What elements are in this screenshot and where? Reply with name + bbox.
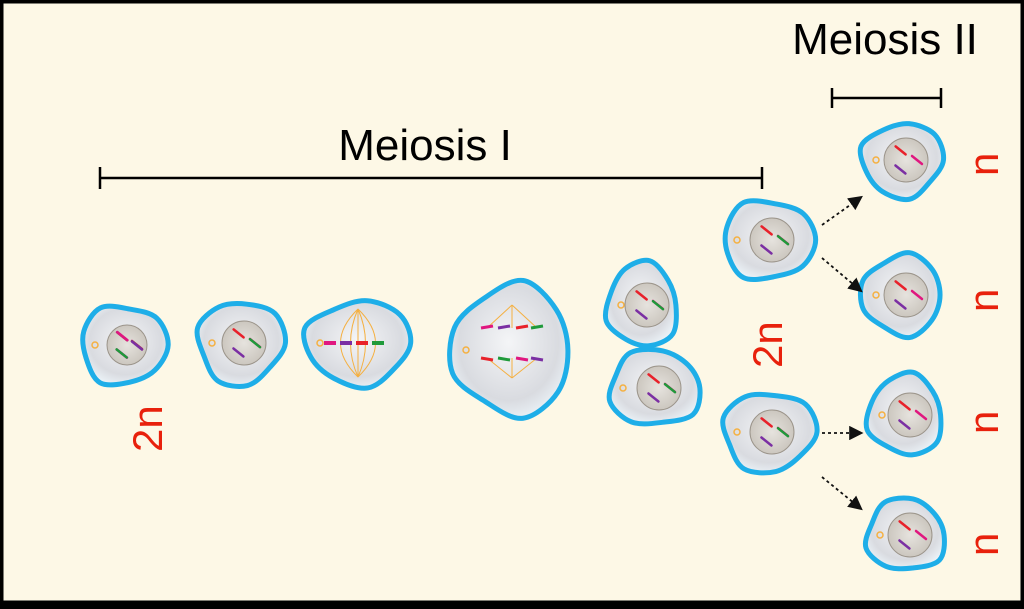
chromosome [116, 330, 129, 342]
chromosome [515, 356, 529, 362]
nucleus [883, 272, 929, 318]
ploidy-label-start: 2n [124, 405, 171, 452]
ploidy-label-gamete: n [960, 289, 1007, 312]
ploidy-label-gamete: n [960, 153, 1007, 176]
centrosome-icon [462, 346, 470, 354]
chromosome [760, 417, 773, 428]
meiosis-1-title: Meiosis I [338, 121, 512, 170]
chromosome [635, 309, 648, 320]
centrosome-icon [878, 411, 886, 419]
chromosome [530, 324, 544, 330]
centrosome-icon [733, 428, 741, 436]
chromosome [894, 164, 907, 175]
chromosome [898, 520, 911, 531]
chromosome [647, 373, 660, 384]
cell-telophase-1-bottom [606, 346, 703, 427]
chromosome [663, 382, 677, 394]
chromosome [497, 324, 511, 330]
chromosome [910, 154, 924, 166]
nucleus [887, 392, 933, 438]
nucleus [749, 409, 795, 455]
nucleus [624, 282, 670, 328]
nucleus [883, 137, 929, 183]
chromosome [776, 426, 790, 438]
chromosome [232, 347, 245, 358]
cell-metaphase-1 [301, 298, 414, 391]
cell-anaphase-1 [447, 277, 571, 421]
meiosis-1-bracket [98, 167, 764, 189]
cell-telophase-1-top [602, 257, 679, 349]
centrosome-icon [617, 301, 625, 309]
chromosome [760, 436, 773, 447]
chromosome [647, 392, 660, 403]
chromosome [914, 409, 928, 421]
centrosome-icon [872, 156, 880, 164]
chromosome [760, 225, 773, 236]
centrosome-icon [91, 341, 99, 349]
cell-gamete-3 [863, 369, 944, 458]
chromosome [635, 290, 648, 301]
cell-gamete-1 [857, 121, 947, 203]
chromosome [130, 340, 144, 351]
cell-interphase [80, 303, 171, 388]
nucleus [106, 324, 148, 366]
chromosome [515, 324, 529, 330]
chromosome [115, 348, 128, 359]
meiosis-2-bracket [830, 88, 943, 108]
nucleus [749, 217, 795, 263]
cell-daughter-1 [722, 198, 819, 283]
ploidy-label-gamete: n [960, 411, 1007, 434]
chromosome [248, 337, 262, 349]
chromosome [480, 324, 494, 330]
chromosome [497, 356, 511, 362]
centrosome-icon [733, 236, 741, 244]
chromosome [898, 400, 911, 411]
cell-gamete-2 [857, 250, 943, 341]
cell-daughter-2 [720, 391, 820, 476]
centrosome-icon [316, 339, 324, 347]
cell-gamete-4 [862, 495, 947, 572]
cell-membrane [447, 277, 571, 421]
chromosome [232, 328, 245, 339]
chromosome [894, 145, 907, 156]
nucleus [221, 320, 267, 366]
chromosome [894, 299, 907, 310]
chromosome [530, 356, 544, 362]
nucleus [887, 512, 933, 558]
centrosome-icon [872, 291, 880, 299]
chromosome [760, 244, 773, 255]
cell-prophase-1 [194, 301, 289, 389]
centrosome-icon [876, 531, 884, 539]
ploidy-label-gamete: n [960, 533, 1007, 556]
centrosome-icon [619, 384, 627, 392]
chromosome [776, 234, 790, 246]
meiosis-2-title: Meiosis II [792, 15, 978, 64]
chromosome [914, 529, 928, 541]
division-arrows [821, 195, 864, 511]
spindle [486, 304, 538, 379]
chromosome [480, 356, 494, 362]
chromosome [898, 419, 911, 430]
centrosome-icon [208, 339, 216, 347]
chromosome [910, 289, 924, 301]
ploidy-label-after-meiosis-1: 2n [744, 321, 791, 368]
chromosome [651, 299, 665, 311]
chromosome [894, 280, 907, 291]
chromosome [898, 539, 911, 550]
nucleus [636, 365, 682, 411]
